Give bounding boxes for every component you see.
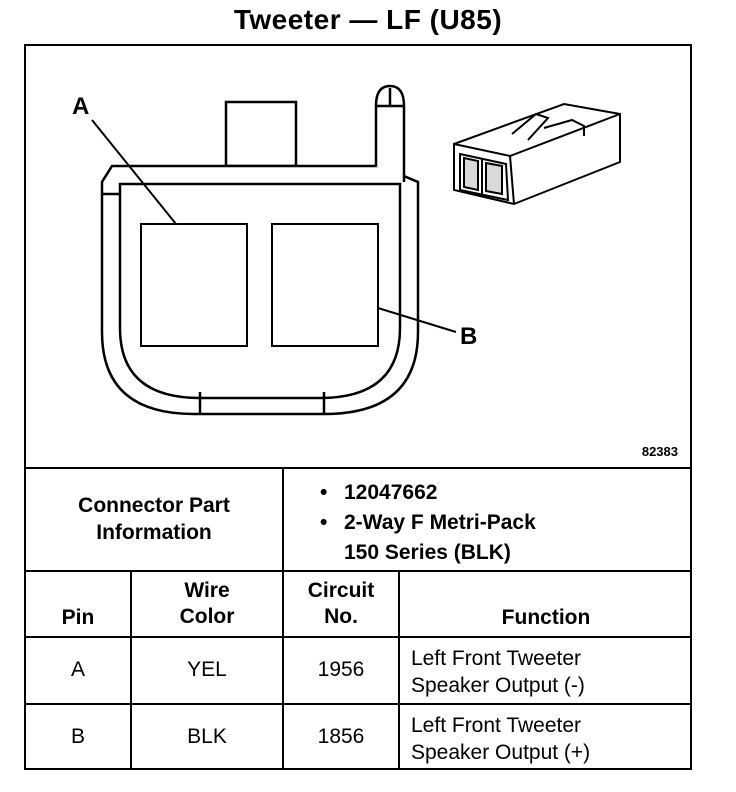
list-item: •12047662 — [320, 481, 438, 504]
connector-keyway-post — [374, 84, 406, 182]
connector-diagram: A B — [72, 84, 621, 416]
leader-line-b — [377, 307, 457, 333]
table-row-function: Left Front Tweeter Speaker Output (-) — [411, 647, 585, 697]
terminal-cavity-b — [271, 223, 379, 347]
list-item: •2-Way F Metri-Pack — [320, 511, 536, 534]
column-header-pin: Pin — [61, 605, 95, 629]
connector-body-outer — [100, 164, 420, 416]
table-row-pin: A — [70, 658, 85, 682]
label-b: B — [460, 323, 477, 350]
terminal-cavity-a — [140, 223, 248, 347]
table-row-circuit: 1956 — [317, 658, 365, 682]
divider — [24, 636, 692, 638]
divider — [398, 570, 400, 770]
connector-info-header: Connector Part Information — [78, 494, 230, 544]
connector-body-inner — [118, 182, 402, 400]
list-item: 150 Series (BLK) — [344, 541, 511, 564]
table-row-pin: B — [70, 725, 85, 749]
divider — [130, 570, 132, 770]
connector-info-list: •12047662 •2-Way F Metri-Pack 150 Series… — [320, 478, 536, 568]
figure-id: 82383 — [641, 444, 678, 459]
divider — [24, 703, 692, 705]
column-header-function: Function — [501, 605, 591, 629]
table-row-color: BLK — [187, 725, 227, 749]
connector-latch-tab — [224, 100, 298, 168]
table-row-function: Left Front Tweeter Speaker Output (+) — [411, 714, 591, 764]
page-title: Tweeter — LF (U85) — [233, 4, 503, 35]
divider — [24, 467, 692, 469]
column-header-circuit: Circuit No. — [307, 578, 375, 628]
column-header-wire-color: Wire Color — [179, 578, 235, 628]
diagram-frame — [24, 44, 692, 770]
table-row-color: YEL — [187, 658, 227, 682]
divider — [282, 467, 284, 770]
divider — [24, 570, 692, 572]
connector-3d-view — [453, 102, 621, 206]
leader-line-a — [91, 119, 177, 225]
label-a: A — [72, 93, 89, 120]
table-row-circuit: 1856 — [317, 725, 365, 749]
